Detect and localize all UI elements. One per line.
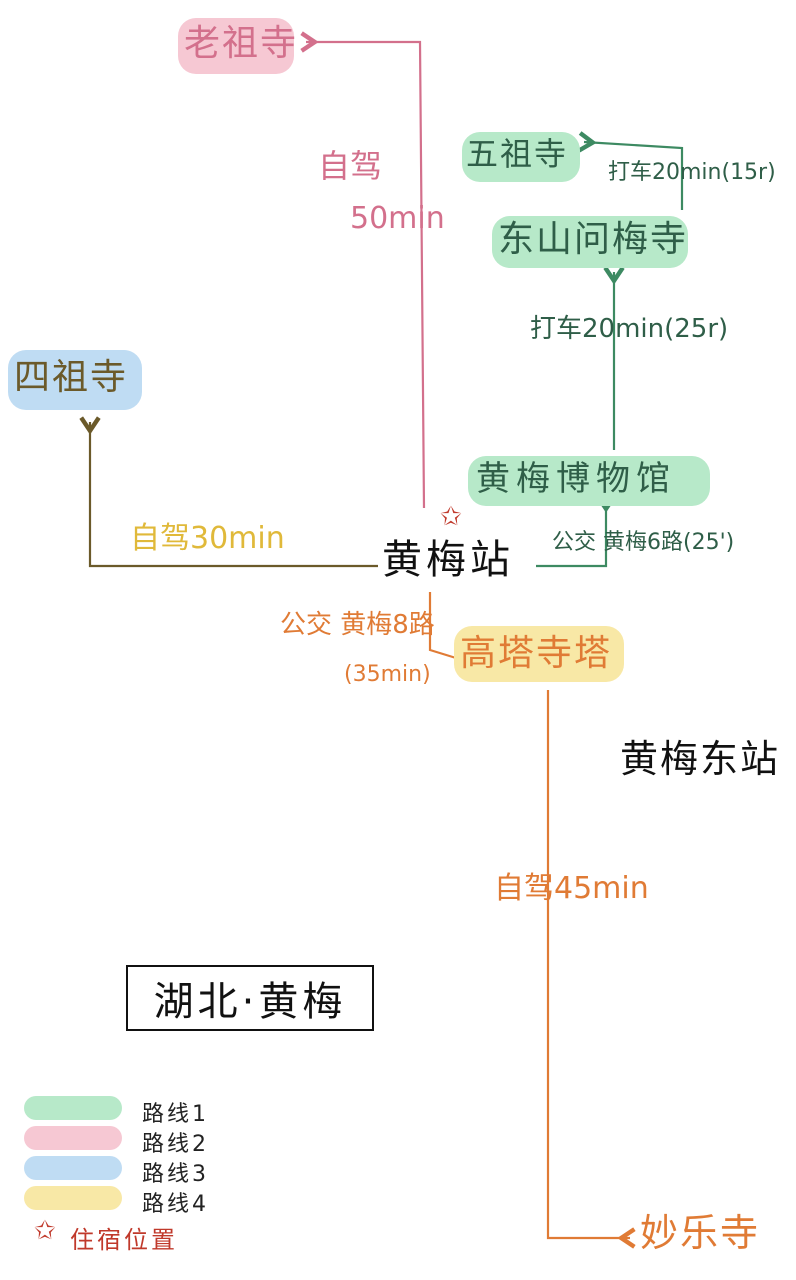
note-gaota-2: (35min) <box>344 662 431 687</box>
highlight-museum <box>468 456 710 506</box>
legend-label-route1: 路线1 <box>142 1102 209 1127</box>
note-gaota-1: 公交 黄梅8路 <box>280 610 435 640</box>
place-dongshan: 东山问梅寺 <box>498 219 689 260</box>
place-east-station: 黄梅东站 <box>620 737 781 781</box>
map-title: 湖北·黄梅 <box>126 965 374 1031</box>
highlight-sizu <box>8 350 142 410</box>
legend-label-route2: 路线2 <box>142 1132 209 1157</box>
legend-swatch-route4 <box>24 1186 122 1210</box>
note-wuzu: 打车20min(15r) <box>608 160 776 185</box>
highlight-laozu <box>178 18 294 74</box>
route-line-wuzu <box>577 131 684 210</box>
highlight-dongshan <box>492 216 688 268</box>
route-line-sizu <box>79 416 378 568</box>
route-line-museum <box>536 494 617 568</box>
note-dongshan: 打车20min(25r) <box>530 314 729 344</box>
place-museum: 黄梅博物馆 <box>476 459 676 499</box>
route-line-miaole <box>546 690 636 1249</box>
note-laozu-1: 自驾 <box>318 147 383 185</box>
legend-swatch-route1 <box>24 1096 122 1120</box>
note-sizu: 自驾30min <box>130 521 285 556</box>
place-wuzu: 五祖寺 <box>466 135 569 173</box>
legend-label-lodging: 住宿位置 <box>70 1226 178 1254</box>
place-miaole: 妙乐寺 <box>640 1211 761 1255</box>
place-sizu: 四祖寺 <box>14 357 129 398</box>
note-museum: 公交 黄梅6路(25') <box>552 530 735 555</box>
place-gaota: 高塔寺塔 <box>460 633 613 674</box>
legend-label-route4: 路线4 <box>142 1192 209 1217</box>
legend-swatch-route3 <box>24 1156 122 1180</box>
highlight-gaota <box>454 626 624 682</box>
note-miaole: 自驾45min <box>494 871 649 906</box>
legend-swatch-route2 <box>24 1126 122 1150</box>
lodging-star-icon: ✩ <box>440 502 462 532</box>
note-laozu-2: 50min <box>350 201 445 236</box>
legend-label-route3: 路线3 <box>142 1162 209 1187</box>
route-line-gaota <box>428 592 457 660</box>
place-laozu: 老祖寺 <box>184 23 299 64</box>
highlight-wuzu <box>462 132 580 182</box>
legend-star-icon: ✩ <box>34 1216 56 1246</box>
place-station: 黄梅站 <box>382 537 514 583</box>
route-line-laozu <box>300 31 426 509</box>
